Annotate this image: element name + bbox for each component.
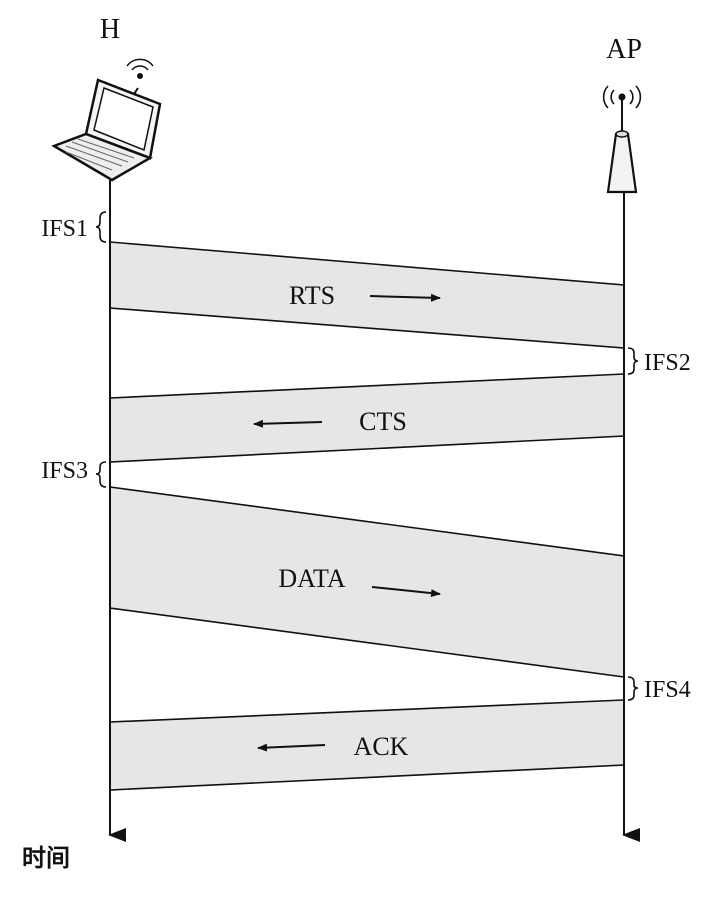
ack-direction-arrow — [257, 743, 326, 752]
data-band — [109, 486, 625, 678]
ifs3-brace — [95, 461, 107, 488]
cts-direction-arrow — [253, 419, 323, 428]
rts-label: RTS — [289, 281, 335, 310]
ifs4-label: IFS4 — [644, 677, 691, 703]
ack-label: ACK — [354, 732, 409, 761]
data-label: DATA — [278, 564, 345, 593]
ifs2-brace — [627, 347, 639, 375]
rts-band — [109, 241, 625, 349]
ifs1-brace — [95, 211, 107, 243]
cts-label: CTS — [359, 407, 407, 436]
time-axis-label: 时间 — [22, 844, 70, 872]
ifs1-label: IFS1 — [41, 216, 88, 242]
host-label: H — [100, 14, 120, 45]
rts-direction-arrow — [369, 293, 441, 302]
data-direction-arrow — [371, 586, 441, 598]
ifs4-brace — [627, 676, 639, 701]
ifs3-label: IFS3 — [41, 458, 88, 484]
laptop-icon — [51, 58, 162, 182]
access-point-icon — [602, 85, 642, 194]
ap-label: AP — [606, 34, 642, 65]
ifs2-label: IFS2 — [644, 350, 691, 376]
